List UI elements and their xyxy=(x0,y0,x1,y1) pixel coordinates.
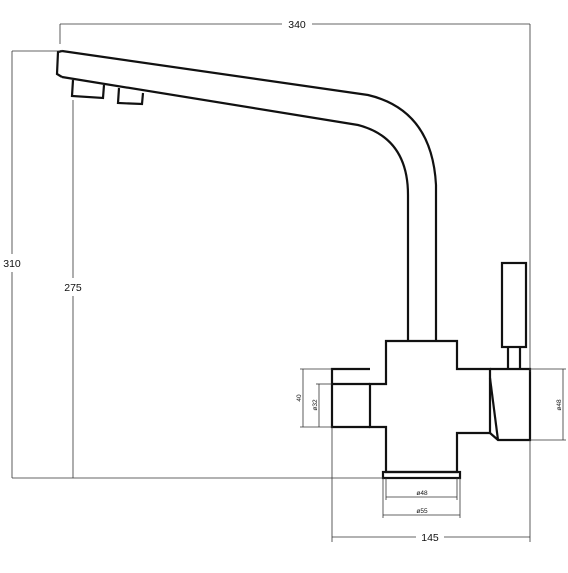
aerator-left xyxy=(70,79,106,100)
label-total-width: 340 xyxy=(288,19,306,31)
label-total-height: 310 xyxy=(3,258,21,270)
label-spout-height: 275 xyxy=(64,282,82,294)
lever-stem xyxy=(506,347,522,369)
spout-outer xyxy=(61,49,438,341)
label-base-inner: ø48 xyxy=(416,490,428,497)
label-outlet-diameter: ø32 xyxy=(312,399,319,411)
left-outlet xyxy=(330,367,370,429)
base-flange xyxy=(381,470,462,480)
handle-housing-edge xyxy=(488,377,500,441)
label-base-width: 145 xyxy=(421,532,439,544)
label-outlet-height: 40 xyxy=(296,394,303,402)
spout-nose xyxy=(55,49,63,78)
faucet-body xyxy=(55,49,532,480)
dimension-labels: 340 310 275 145 40 ø32 ø48 ø48 ø55 xyxy=(3,19,563,544)
valve-body xyxy=(368,339,492,474)
aerator-right xyxy=(116,87,145,106)
dimension-lines xyxy=(11,23,566,542)
spout-inner xyxy=(61,75,410,341)
lever-handle xyxy=(500,261,528,349)
label-handle-diameter: ø48 xyxy=(556,399,563,411)
label-base-outer: ø55 xyxy=(416,508,428,515)
